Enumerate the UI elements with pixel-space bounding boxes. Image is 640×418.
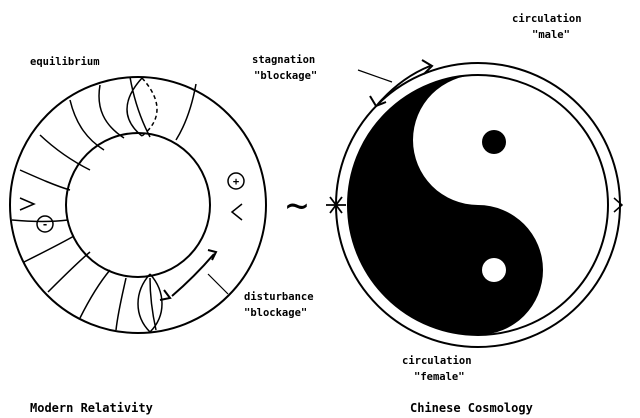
equilibrium-label: equilibrium — [30, 56, 100, 68]
similarity-symbol: ~ — [286, 183, 309, 227]
negative-charge: - — [37, 216, 53, 232]
caption-chinese-cosmology: Chinese Cosmology — [410, 401, 533, 415]
svg-text:-: - — [42, 219, 48, 231]
stagnation-sub-label: "blockage" — [254, 70, 317, 82]
relativity-ring — [10, 77, 266, 333]
inner-ring — [66, 133, 210, 277]
ring-flow-lines — [12, 77, 196, 330]
positive-charge: + — [228, 173, 244, 189]
left-tick-mark — [20, 198, 34, 210]
svg-text:+: + — [233, 176, 239, 188]
dark-dot — [482, 130, 506, 154]
circulation-top-label: circulation — [512, 13, 582, 25]
circulation-bottom-sub-label: "female" — [414, 371, 465, 383]
disturbance-leader — [208, 274, 228, 294]
stagnation-leader — [358, 70, 392, 82]
disturbance-sub-label: "blockage" — [244, 307, 307, 319]
light-dot — [482, 258, 506, 282]
disturbance-label: disturbance — [244, 291, 314, 303]
ring-chevron — [232, 204, 242, 220]
circulation-bottom-label: circulation — [402, 355, 472, 367]
stagnation-label: stagnation — [252, 54, 315, 66]
caption-modern-relativity: Modern Relativity — [30, 401, 153, 415]
circulation-top-sub-label: "male" — [532, 29, 570, 41]
outer-ring — [10, 77, 266, 333]
